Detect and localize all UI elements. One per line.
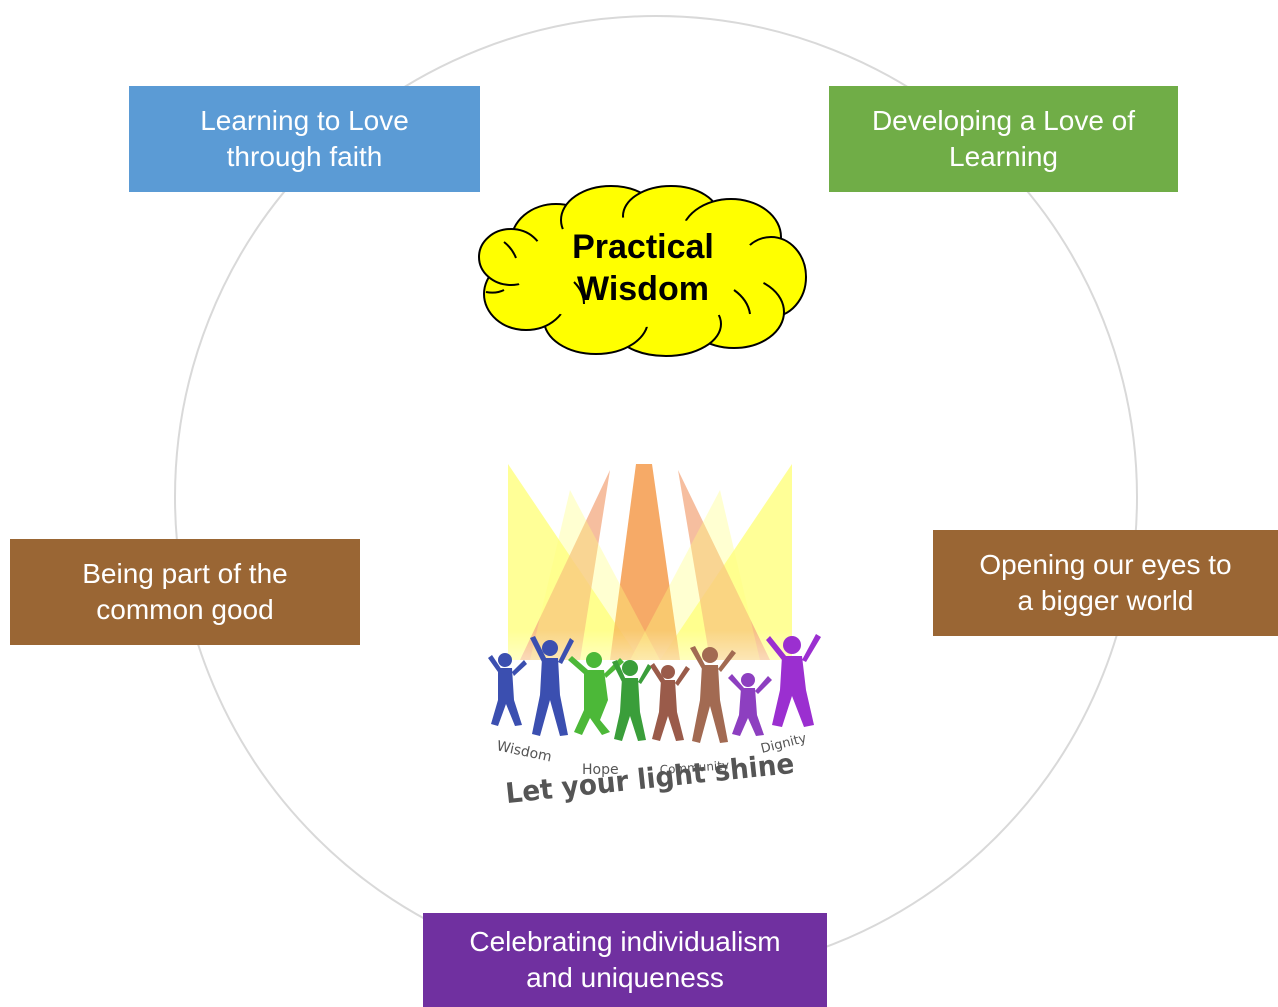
node-label-line1: Learning to Love: [200, 105, 409, 136]
let-your-light-shine-logo: Wisdom Hope Community Dignity Let your l…: [488, 464, 821, 810]
node-label-line1: Being part of the: [82, 558, 288, 589]
node-label-line2: and uniqueness: [526, 962, 724, 993]
node-label-line2: Learning: [949, 141, 1058, 172]
node-label-line1: Developing a Love of: [871, 105, 1136, 136]
central-concept-line2: Wisdom: [577, 270, 709, 308]
node-label-line1: Celebrating individualism: [469, 926, 781, 957]
logo-value-hope: Hope: [582, 762, 619, 778]
node-opening-our-eyes-to-a-bigger-world: Opening our eyes to a bigger world: [933, 530, 1278, 636]
central-concept: Practical Wisdom: [476, 226, 810, 310]
logo-value-community: Community: [659, 758, 729, 777]
node-label-line1: Opening our eyes to: [979, 549, 1232, 580]
node-being-part-of-the-common-good: Being part of the common good: [10, 539, 360, 645]
node-label-line2: common good: [96, 594, 274, 625]
light-beams: [508, 464, 792, 660]
node-developing-a-love-of-learning: Developing a Love of Learning: [829, 86, 1178, 192]
dancing-figures: [488, 634, 821, 743]
logo-value-wisdom: Wisdom: [495, 738, 553, 765]
node-learning-to-love-through-faith: Learning to Love through faith: [129, 86, 480, 192]
node-label-line2: a bigger world: [1017, 585, 1194, 616]
cloud-shape: [478, 185, 807, 357]
node-celebrating-individualism-and-uniqueness: Celebrating individualism and uniqueness: [423, 913, 827, 1007]
node-label-line2: through faith: [226, 141, 383, 172]
central-concept-line1: Practical: [572, 228, 714, 266]
